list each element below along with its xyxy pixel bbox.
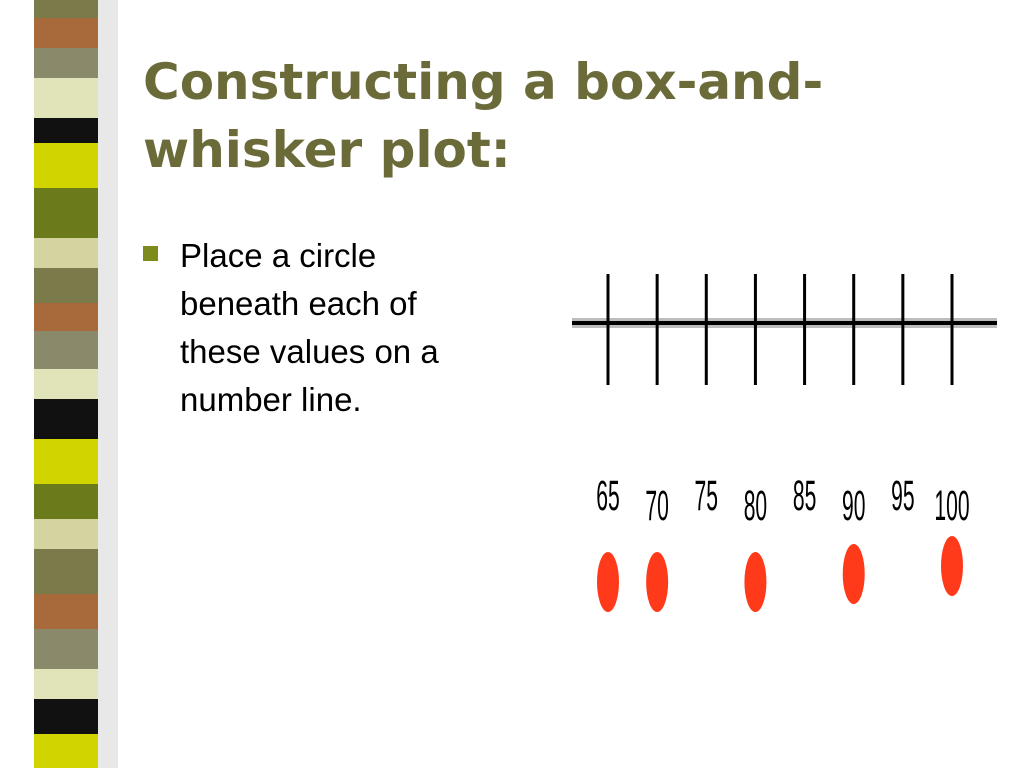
tick-label: 95 [891,473,914,520]
tick-label: 65 [596,473,619,520]
tick-label: 90 [842,483,865,530]
stripe-segment [34,629,98,670]
stripe-segment [34,399,98,440]
stripe-segment [34,549,98,595]
data-point-circle [941,536,963,596]
stripe-segment [34,594,98,630]
stripe-segment [34,331,98,370]
stripe-shadow [98,0,118,768]
tick-label: 85 [793,473,816,520]
stripe-segment [34,268,98,304]
stripe-segment [34,484,98,520]
stripe-segment [34,519,98,550]
tick-label: 100 [934,483,969,530]
data-point-circle [744,552,767,612]
stripe-segment [34,0,98,19]
stripe-segment [34,669,98,700]
tick-marks [606,274,954,385]
stripe-segment [34,439,98,485]
stripe-segment [34,734,98,768]
bullet-text: Place a circle beneath each of these val… [180,237,439,418]
stripe-segment [34,188,98,239]
stripe-segment [34,699,98,735]
decorative-stripe-column [34,0,118,768]
slide-title: Constructing a box-and-whisker plot: [143,53,824,179]
tick-label: 75 [695,473,718,520]
stripe-segment [34,18,98,49]
tick-labels: 65 70 75 80 85 90 95 100 [596,473,969,530]
stripe-segment [34,238,98,269]
data-points [597,536,963,612]
tick-label: 80 [744,483,767,530]
data-point-circle [842,544,865,604]
stripe-segment [34,369,98,400]
stripe-segment [34,303,98,332]
stripe-segment [34,48,98,79]
data-point-circle [646,552,669,612]
data-point-circle [597,552,619,612]
number-line-figure: 65 70 75 80 85 90 95 100 [572,274,997,612]
stripe-segment [34,118,98,144]
square-bullet-icon [143,246,158,261]
tick-label: 70 [645,483,668,530]
stripe-segment [34,78,98,119]
bullet-item: Place a circle beneath each of these val… [143,232,513,424]
stripe-segment [34,143,98,189]
